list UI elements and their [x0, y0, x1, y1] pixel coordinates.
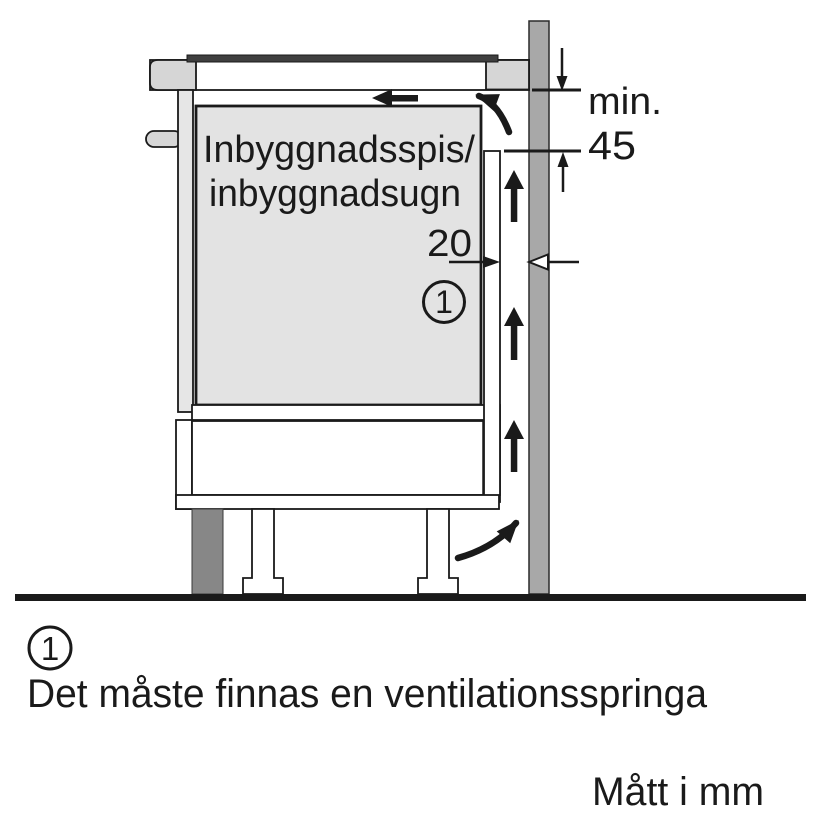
gap-20-arrow-left — [526, 253, 579, 271]
legend-marker-number: 1 — [41, 630, 59, 667]
worktop-left-end — [149, 59, 197, 91]
dim-arrow-up — [557, 152, 569, 192]
oven-door-handle — [145, 130, 183, 148]
cabinet-leg-right — [417, 508, 459, 595]
callout-1-circle — [422, 280, 466, 324]
dim-45-label: 45 — [588, 124, 636, 168]
dim-arrow-down — [556, 48, 568, 91]
oven-door-panel — [177, 89, 194, 413]
legend-text: Det måste finnas en ventilationsspringa — [27, 672, 708, 716]
airflow-left-arrow — [372, 89, 418, 107]
bottom-rail — [175, 494, 500, 510]
worktop-right-end — [485, 59, 530, 91]
units-label: Mått i mm — [592, 770, 764, 814]
worktop — [149, 59, 530, 91]
cabinet-label-line2: inbyggnadsugn — [209, 173, 461, 215]
min-label: min. — [588, 81, 662, 123]
rear-mounting-rail — [483, 150, 501, 503]
airflow-up-arrow-3 — [504, 420, 524, 472]
dim-20-label: 20 — [427, 223, 472, 265]
legend-marker-circle — [27, 625, 73, 671]
wall-section — [528, 20, 550, 595]
airflow-up-arrow-2 — [504, 307, 524, 360]
support-rail — [191, 404, 501, 421]
drawer — [191, 420, 501, 496]
callout-1-number: 1 — [435, 284, 453, 320]
airflow-curved-arrow-top — [475, 92, 513, 136]
hob-top-panel — [186, 54, 499, 63]
cabinet-leg-left — [242, 508, 284, 595]
oven-body — [194, 104, 483, 407]
airflow-curved-arrow-bottom — [454, 519, 520, 562]
airflow-up-arrow-1 — [504, 170, 524, 222]
plinth-panel — [191, 508, 224, 595]
floor-line — [15, 594, 806, 601]
cabinet-label-line1: Inbyggnadsspis/ — [203, 129, 475, 171]
gap-20-arrow-right — [449, 256, 500, 268]
